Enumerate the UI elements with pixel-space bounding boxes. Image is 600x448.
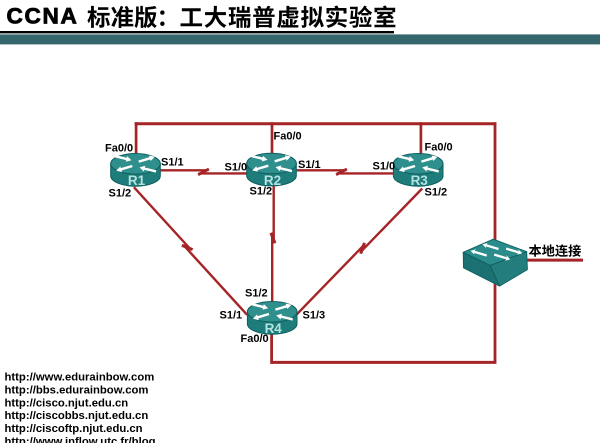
svg-text:CCNA: CCNA xyxy=(7,3,79,28)
svg-text:S1/2: S1/2 xyxy=(245,288,268,300)
svg-text:http://bbs.edurainbow.com: http://bbs.edurainbow.com xyxy=(5,384,149,396)
svg-text:S1/1: S1/1 xyxy=(161,157,184,169)
svg-text:Fa0/0: Fa0/0 xyxy=(241,333,269,345)
svg-text:http://www.edurainbow.com: http://www.edurainbow.com xyxy=(5,372,155,384)
svg-text:S1/2: S1/2 xyxy=(109,188,132,200)
svg-text:http://ciscobbs.njut.edu.cn: http://ciscobbs.njut.edu.cn xyxy=(5,410,149,422)
svg-text:S1/1: S1/1 xyxy=(298,159,321,171)
svg-text:S1/3: S1/3 xyxy=(303,310,326,322)
svg-text:R3: R3 xyxy=(411,173,429,188)
svg-text:http://cisco.njut.edu.cn: http://cisco.njut.edu.cn xyxy=(5,397,129,409)
svg-text:S1/0: S1/0 xyxy=(225,162,248,174)
svg-text:S1/2: S1/2 xyxy=(425,187,448,199)
svg-text:R1: R1 xyxy=(128,173,146,188)
svg-text:Fa0/0: Fa0/0 xyxy=(274,131,302,143)
svg-text:S1/1: S1/1 xyxy=(220,310,243,322)
svg-text:R2: R2 xyxy=(264,173,281,188)
svg-text:Fa0/0: Fa0/0 xyxy=(425,142,453,154)
svg-text:S1/0: S1/0 xyxy=(373,161,396,173)
svg-text:http://www.inflow.utc.fr/blog: http://www.inflow.utc.fr/blog xyxy=(5,436,156,443)
svg-text:R4: R4 xyxy=(265,321,283,336)
svg-text:http://ciscoftp.njut.edu.cn: http://ciscoftp.njut.edu.cn xyxy=(5,423,143,435)
svg-text:Fa0/0: Fa0/0 xyxy=(105,143,133,155)
svg-text:S1/2: S1/2 xyxy=(250,186,273,198)
